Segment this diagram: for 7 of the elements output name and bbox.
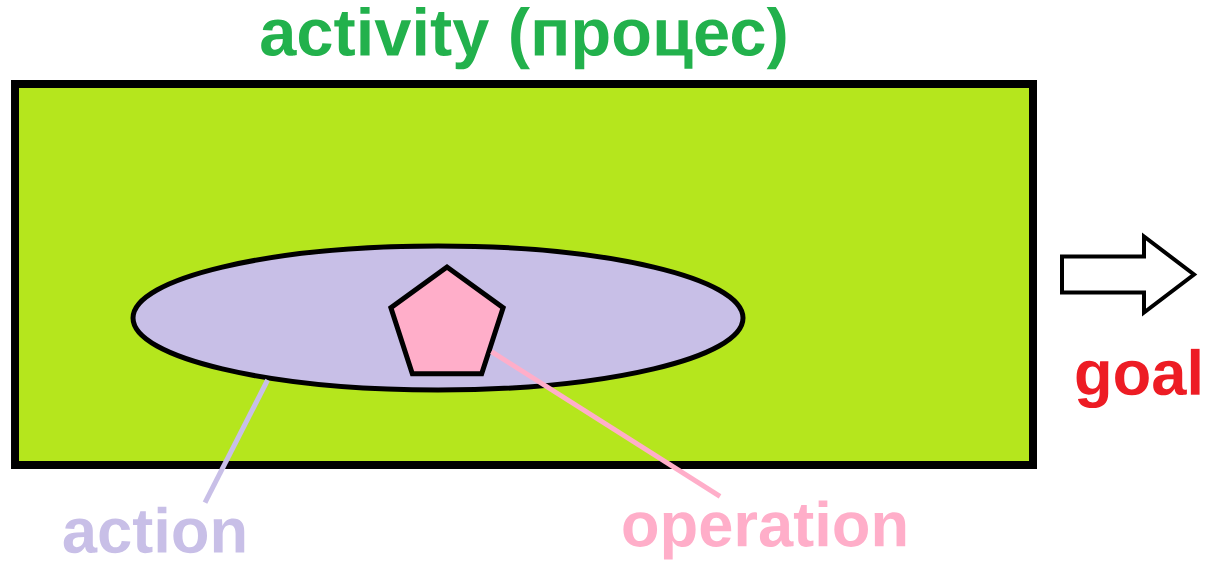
callout-label: operation <box>623 500 906 560</box>
leader-line <box>490 349 722 499</box>
callout-label: action <box>63 506 245 554</box>
edge-label: goal <box>1076 348 1200 409</box>
block-arrow <box>1060 232 1198 317</box>
leader-line <box>202 378 270 504</box>
node-label: activity (процес) <box>261 7 786 70</box>
